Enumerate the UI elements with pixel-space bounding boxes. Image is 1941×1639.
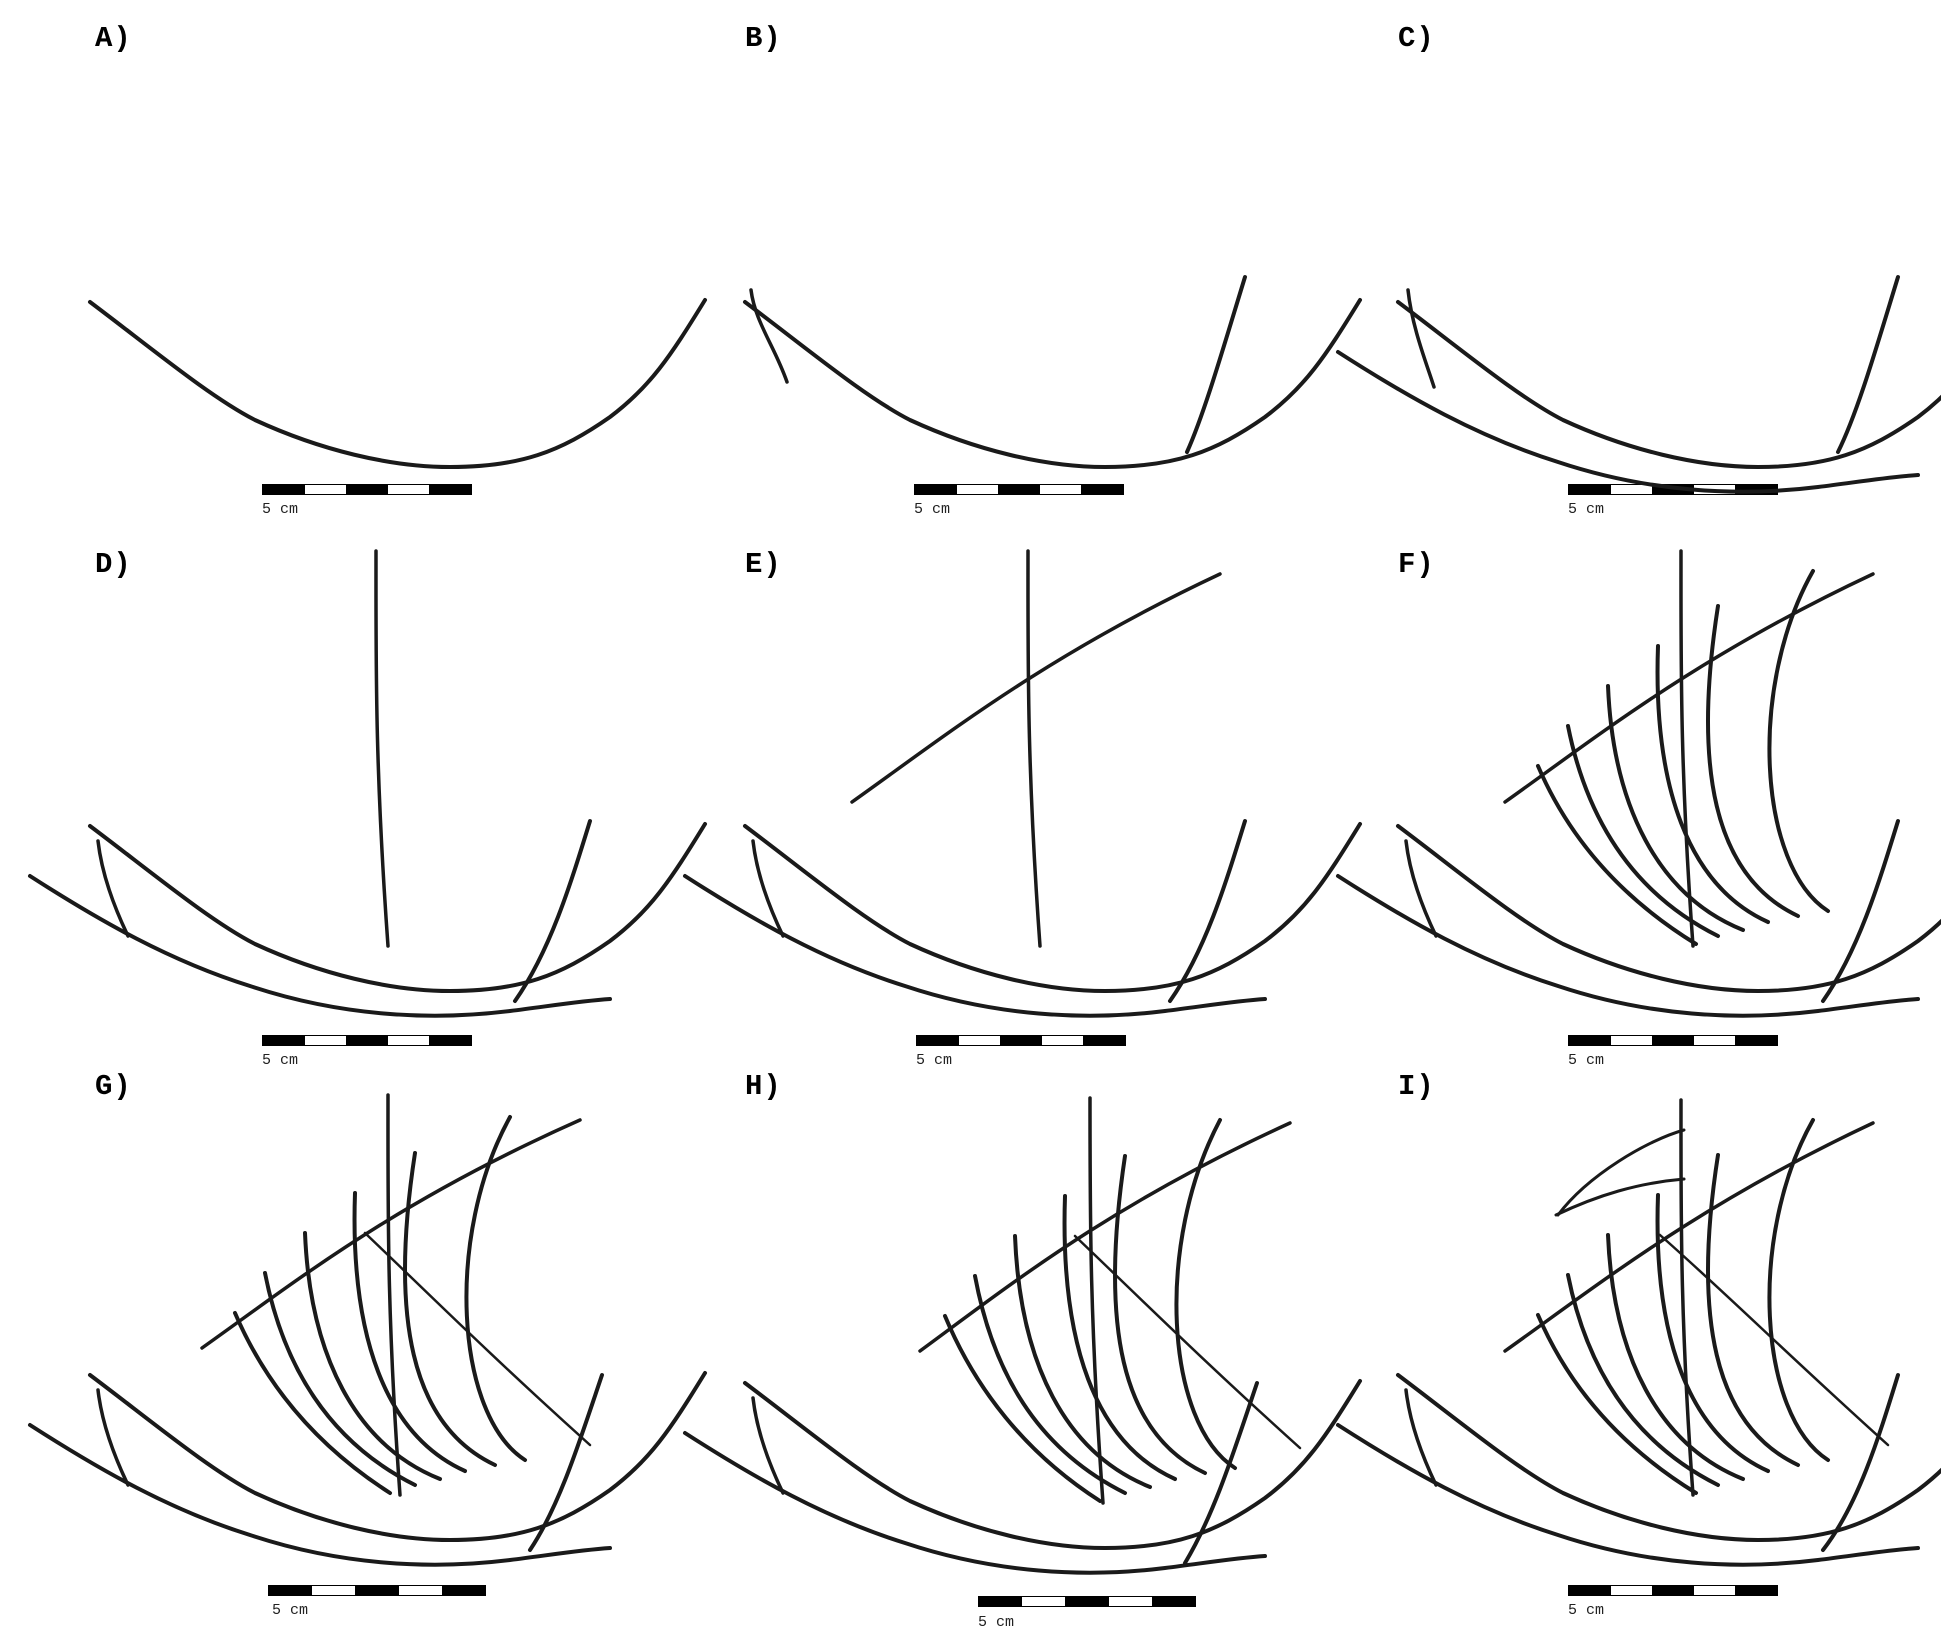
panel-label-g: G) bbox=[95, 1070, 132, 1103]
scale-bar-i bbox=[1568, 1585, 1778, 1596]
panel-label-e: E) bbox=[745, 548, 782, 581]
drawing-e bbox=[683, 549, 1362, 1018]
scale-text-f: 5 cm bbox=[1568, 1052, 1605, 1069]
scale-text-h: 5 cm bbox=[978, 1614, 1015, 1631]
panel-label-h: H) bbox=[745, 1070, 782, 1103]
drawing-f bbox=[1336, 549, 1941, 1018]
scale-text-g: 5 cm bbox=[272, 1602, 309, 1619]
panel-label-b: B) bbox=[745, 22, 782, 55]
scale-bar-f bbox=[1568, 1035, 1778, 1046]
panel-label-i: I) bbox=[1398, 1070, 1435, 1103]
drawing-g bbox=[28, 1093, 707, 1567]
scale-bar-d bbox=[262, 1035, 472, 1046]
scale-text-a: 5 cm bbox=[262, 501, 299, 518]
scale-text-d: 5 cm bbox=[262, 1052, 299, 1069]
panel-label-c: C) bbox=[1398, 22, 1435, 55]
drawing-a bbox=[88, 298, 707, 469]
scale-text-i: 5 cm bbox=[1568, 1602, 1605, 1619]
drawing-c bbox=[1336, 275, 1941, 494]
scale-bar-b bbox=[914, 484, 1124, 495]
scale-text-b: 5 cm bbox=[914, 501, 951, 518]
drawing-h bbox=[683, 1096, 1362, 1575]
scale-bar-e bbox=[916, 1035, 1126, 1046]
panel-label-f: F) bbox=[1398, 548, 1435, 581]
scale-bar-a bbox=[262, 484, 472, 495]
drawing-d bbox=[28, 549, 707, 1018]
drawing-i bbox=[1336, 1098, 1941, 1567]
drawing-b bbox=[743, 275, 1362, 469]
scale-bar-g bbox=[268, 1585, 486, 1596]
panel-label-d: D) bbox=[95, 548, 132, 581]
scale-text-c: 5 cm bbox=[1568, 501, 1605, 518]
scale-bar-h bbox=[978, 1596, 1196, 1607]
panel-label-a: A) bbox=[95, 22, 132, 55]
scale-text-e: 5 cm bbox=[916, 1052, 953, 1069]
